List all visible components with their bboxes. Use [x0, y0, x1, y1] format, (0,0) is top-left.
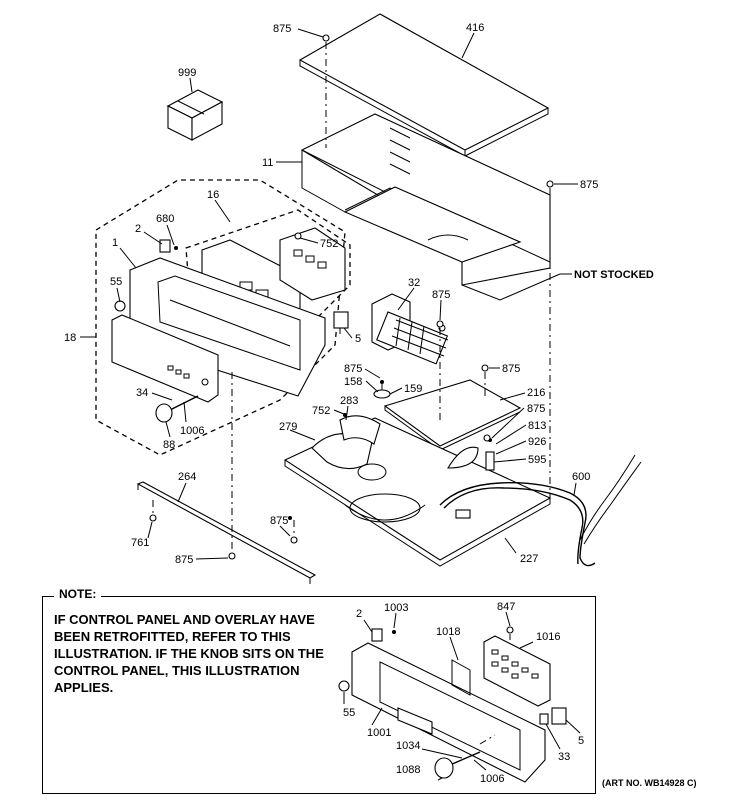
callout-34: 34	[136, 387, 148, 399]
callout-761: 761	[131, 537, 149, 549]
note-callout-847: 847	[497, 601, 515, 613]
callout-279: 279	[279, 421, 297, 433]
callout-595: 595	[528, 454, 546, 466]
callout-227: 227	[520, 553, 538, 565]
callout-875: 875	[580, 179, 598, 191]
callout-875: 875	[502, 363, 520, 375]
callout-1: 1	[112, 237, 118, 249]
note-box	[42, 596, 596, 794]
callout-813: 813	[528, 420, 546, 432]
callout-752: 752	[312, 405, 330, 417]
callout-875: 875	[344, 363, 362, 375]
note-text: IF CONTROL PANEL AND OVERLAY HAVE BEEN R…	[54, 612, 324, 695]
callout-264: 264	[178, 471, 196, 483]
callout-159: 159	[404, 383, 422, 395]
leader-lines	[80, 28, 578, 560]
callout-216: 216	[527, 387, 545, 399]
callout-18: 18	[64, 332, 76, 344]
note-inset-diagram: 2 1003 847 1018 1016 55 1001 1034 33 5 1…	[338, 601, 584, 785]
callout-875: 875	[270, 515, 288, 527]
relay-part-5	[333, 311, 349, 334]
callout-875: 875	[432, 289, 450, 301]
callout-2: 2	[135, 223, 141, 235]
callout-1006: 1006	[180, 425, 204, 437]
alignment-lines	[152, 42, 551, 552]
note-callout-2: 2	[356, 608, 362, 620]
screw-parts	[149, 34, 554, 560]
note-callout-1088: 1088	[396, 764, 420, 776]
note-callout-1006: 1006	[480, 773, 504, 785]
outer-case-part-11	[300, 113, 561, 301]
callout-158: 158	[344, 376, 362, 388]
inner-panel-part-216	[383, 379, 522, 451]
note-callout-1034: 1034	[396, 740, 420, 752]
note-callout-33: 33	[558, 751, 570, 763]
callout-875: 875	[527, 403, 545, 415]
note-callout-1003: 1003	[384, 602, 408, 614]
callout-16: 16	[207, 189, 219, 201]
rail-part-264	[136, 481, 317, 584]
callout-283: 283	[340, 395, 358, 407]
callout-55: 55	[110, 276, 122, 288]
callout-labels: 875 416 999 11 875 16 680 2 1 752 55 18 …	[64, 22, 654, 566]
parts-box-part-999	[166, 89, 224, 141]
bracket-part-2	[159, 239, 178, 253]
note-callout-1018: 1018	[436, 626, 460, 638]
callout-not-stocked: NOT STOCKED	[574, 269, 654, 281]
callout-875: 875	[175, 554, 193, 566]
callout-999: 999	[178, 67, 196, 79]
callout-875: 875	[273, 23, 291, 35]
blower-part-32	[371, 293, 449, 365]
callout-926: 926	[528, 436, 546, 448]
callout-752: 752	[320, 238, 338, 250]
callout-416: 416	[466, 22, 484, 34]
callout-11: 11	[262, 157, 273, 169]
overlay-part	[111, 314, 219, 403]
note-callout-1016: 1016	[536, 631, 560, 643]
note-callout-1001: 1001	[367, 727, 391, 739]
callout-32: 32	[408, 277, 420, 289]
note-callout-5: 5	[578, 735, 584, 747]
duct-part-279	[311, 413, 381, 470]
knob-part-88	[114, 300, 199, 423]
callout-88: 88	[163, 439, 175, 451]
wire-harness-part-600	[439, 454, 642, 567]
callout-5: 5	[355, 333, 361, 345]
art-number: (ART NO. WB14928 C)	[602, 778, 697, 788]
note-title: NOTE:	[54, 587, 102, 601]
callout-680: 680	[156, 213, 174, 225]
note-callout-55: 55	[343, 707, 355, 719]
control-assembly-outline-18	[95, 179, 346, 456]
callout-600: 600	[572, 471, 590, 483]
